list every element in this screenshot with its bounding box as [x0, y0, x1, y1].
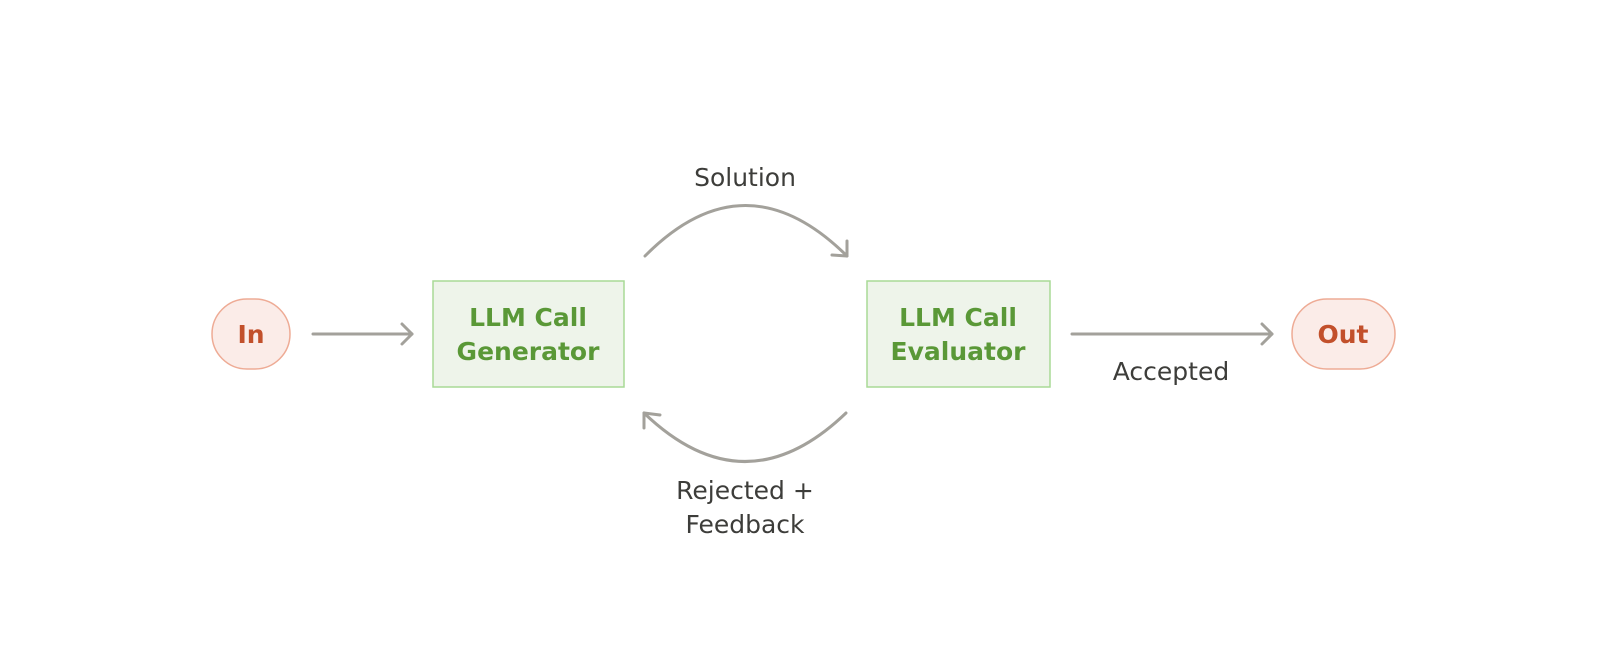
- solution-label: Solution: [694, 163, 796, 192]
- output-node-shape: [1291, 298, 1396, 370]
- output-node-label: Out: [1317, 320, 1368, 349]
- generator-node-label-line1: LLM Call: [469, 303, 587, 332]
- generator-node-shape: [432, 280, 625, 388]
- evaluator-node-shape: [866, 280, 1051, 388]
- arrow-evaluator-to-output: [1070, 322, 1274, 346]
- arrow-rejected-feedback: [642, 411, 848, 463]
- accepted-label: Accepted: [1113, 357, 1229, 386]
- rejected-feedback-label-line2: Feedback: [685, 510, 805, 539]
- input-node-label: In: [237, 320, 264, 349]
- arrow-input-to-generator: [311, 322, 414, 346]
- generator-node: LLM Call Generator: [432, 280, 625, 388]
- input-node: In: [211, 298, 291, 370]
- output-node: Out: [1291, 298, 1396, 370]
- generator-node-label-line2: Generator: [457, 337, 601, 366]
- rejected-feedback-label-line1: Rejected +: [676, 476, 814, 505]
- evaluator-node-label-line1: LLM Call: [899, 303, 1017, 332]
- evaluator-node-label-line2: Evaluator: [891, 337, 1027, 366]
- arrow-solution: [643, 204, 849, 258]
- input-node-shape: [211, 298, 291, 370]
- evaluator-node: LLM Call Evaluator: [866, 280, 1051, 388]
